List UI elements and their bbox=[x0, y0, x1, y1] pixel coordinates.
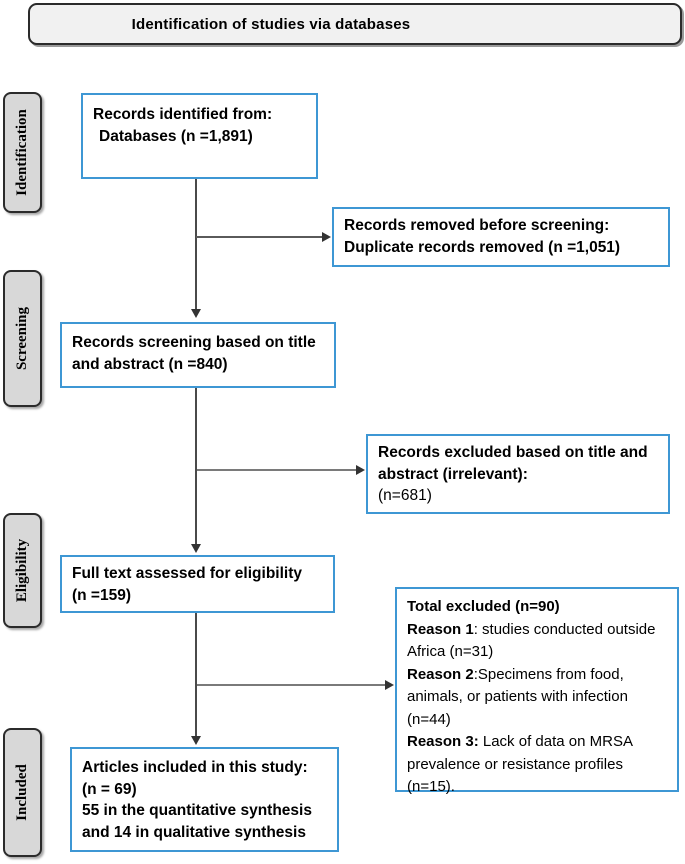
box-records-screening: Records screening based on title and abs… bbox=[60, 322, 336, 388]
box-articles-included: Articles included in this study: (n = 69… bbox=[70, 747, 339, 852]
total-excluded-title: Total excluded (n=90) bbox=[407, 596, 667, 619]
records-screening-text: Records screening based on title and abs… bbox=[72, 334, 316, 374]
arrow-down-icon bbox=[191, 544, 201, 553]
box-fulltext-assessed: Full text assessed for eligibility (n =1… bbox=[60, 555, 335, 613]
arrow-right-icon bbox=[322, 232, 331, 242]
stage-identification-label: Identification bbox=[14, 109, 31, 196]
records-identified-line2: Databases (n =1,891) bbox=[99, 128, 253, 146]
arrow-identified-to-screening-line bbox=[195, 179, 197, 310]
box-total-excluded: Total excluded (n=90) Reason 1: studies … bbox=[395, 587, 679, 795]
arrow-to-removed-line bbox=[196, 236, 322, 238]
banner: Identification of studies via databases bbox=[28, 3, 682, 45]
stage-included-label: Included bbox=[14, 764, 31, 821]
arrow-down-icon bbox=[191, 309, 201, 318]
total-excluded-title-text: Total excluded (n=90) bbox=[407, 598, 560, 615]
arrow-to-excluded-line bbox=[197, 469, 356, 471]
articles-included-line1: Articles included in this study: bbox=[82, 759, 308, 776]
banner-title: Identification of studies via databases bbox=[131, 15, 411, 33]
fulltext-line2: (n =159) bbox=[72, 586, 132, 604]
reason-1-label: Reason 1 bbox=[407, 620, 474, 638]
box-records-excluded: Records excluded based on title and abst… bbox=[366, 434, 670, 514]
stage-eligibility-label: Eligibility bbox=[14, 538, 31, 603]
reason-3-label: Reason 3: bbox=[407, 733, 479, 750]
records-identified-line1: Records identified from: bbox=[93, 106, 273, 123]
stage-screening: Screening bbox=[3, 270, 42, 407]
stage-included: Included bbox=[3, 728, 42, 857]
articles-included-line3: 55 in the quantitative synthesis bbox=[82, 802, 312, 820]
exclusion-reason-2: Reason 2:Specimens from food, animals, o… bbox=[407, 666, 628, 728]
reason-2-text: :Specimens from food, animals, or patien… bbox=[407, 665, 628, 728]
records-excluded-count: (n=681) bbox=[378, 487, 432, 505]
arrow-right-icon bbox=[356, 465, 365, 475]
arrow-right-icon bbox=[385, 680, 394, 690]
records-removed-line1: Records removed before screening: bbox=[344, 217, 610, 234]
exclusion-reason-1: Reason 1: studies conducted outside Afri… bbox=[407, 621, 656, 661]
stage-screening-label: Screening bbox=[14, 306, 30, 371]
records-removed-line2: Duplicate records removed (n =1,051) bbox=[344, 238, 621, 256]
box-records-removed: Records removed before screening: Duplic… bbox=[332, 207, 670, 267]
reason-1-text: : studies conducted outside Africa (n=31… bbox=[407, 620, 656, 661]
reason-3-text: Lack of data on MRSA prevalence or resis… bbox=[407, 733, 633, 795]
reason-2-label: Reason 2 bbox=[407, 665, 474, 683]
arrow-fulltext-to-included-line bbox=[195, 613, 197, 737]
stage-identification: Identification bbox=[3, 92, 42, 213]
articles-included-line2: (n = 69) bbox=[82, 780, 137, 798]
arrow-to-total-excluded-line bbox=[197, 684, 385, 686]
records-excluded-bold: Records excluded based on title and abst… bbox=[378, 444, 648, 483]
box-records-identified: Records identified from: Databases (n =1… bbox=[81, 93, 318, 179]
arrow-down-icon bbox=[191, 736, 201, 745]
stage-eligibility: Eligibility bbox=[3, 513, 42, 628]
fulltext-line1: Full text assessed for eligibility bbox=[72, 565, 302, 582]
articles-included-line4: and 14 in qualitative synthesis bbox=[82, 824, 306, 842]
exclusion-reason-3: Reason 3: Lack of data on MRSA prevalenc… bbox=[407, 733, 632, 795]
arrow-screening-to-fulltext-line bbox=[195, 388, 197, 545]
